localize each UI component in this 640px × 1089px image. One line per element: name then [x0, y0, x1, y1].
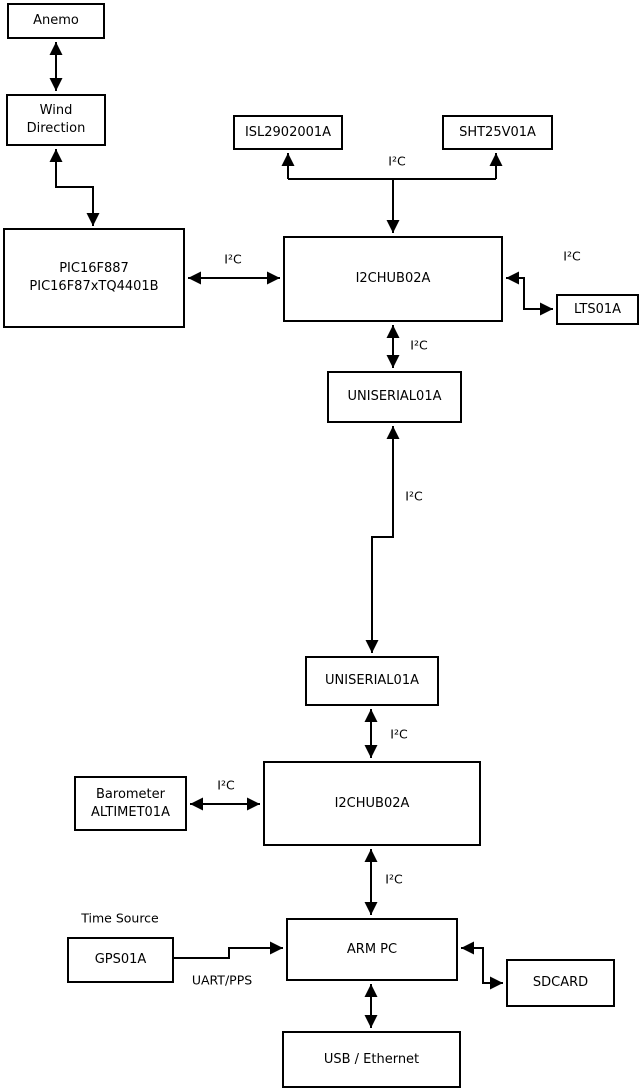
box-pic16f887: PIC16F887 PIC16F87xTQ4401B	[3, 228, 185, 328]
connector-uniserial1-uniserial2	[365, 426, 400, 653]
box-uniserial01a-lower: UNISERIAL01A	[305, 656, 439, 706]
box-pic16f887-label-line1: PIC16F887	[59, 261, 129, 277]
connector-armpc-sdcard	[461, 941, 503, 990]
box-isl2902001a-label: ISL2902001A	[244, 124, 332, 140]
box-anemo: Anemo	[7, 3, 105, 39]
box-arm-pc: ARM PC	[286, 918, 458, 981]
box-lts01a-label: LTS01A	[573, 301, 622, 317]
label-i2c-pic-hub1: I²C	[224, 251, 242, 267]
box-wind-direction-label-line2: Direction	[26, 121, 86, 136]
box-pic16f887-label-line2: PIC16F87xTQ4401B	[29, 279, 159, 294]
box-gps01a-label: GPS01A	[94, 952, 147, 968]
connector-gps-armpc	[174, 941, 283, 959]
label-i2c-hub2-armpc: I²C	[385, 871, 403, 887]
label-i2c-uniserial2-hub2: I²C	[390, 726, 408, 742]
box-uniserial01a-lower-label: UNISERIAL01A	[325, 673, 419, 689]
box-sht25v01a: SHT25V01A	[442, 115, 553, 150]
connector-hub1-lts	[506, 271, 553, 316]
box-wind-direction: Wind Direction	[6, 94, 106, 146]
label-i2c-long-link: I²C	[405, 488, 423, 504]
label-i2c-barometer-hub2: I²C	[217, 777, 235, 793]
box-wind-direction-label-line1: Wind	[39, 103, 73, 119]
box-uniserial01a-upper: UNISERIAL01A	[327, 371, 462, 423]
box-gps01a: GPS01A	[67, 937, 174, 983]
box-i2chub02a-lower: I2CHUB02A	[263, 761, 481, 846]
label-uart-pps: UART/PPS	[191, 972, 253, 988]
box-anemo-label: Anemo	[33, 13, 79, 29]
box-sdcard: SDCARD	[506, 959, 615, 1007]
label-i2c-hub1-uniserial1: I²C	[410, 337, 428, 353]
box-i2chub02a-upper-label: I2CHUB02A	[355, 271, 431, 287]
box-uniserial01a-upper-label: UNISERIAL01A	[347, 389, 442, 405]
box-isl2902001a: ISL2902001A	[233, 115, 343, 150]
box-lts01a: LTS01A	[556, 294, 639, 325]
box-usb-ethernet: USB / Ethernet	[282, 1031, 461, 1088]
box-barometer-altimet01a: Barometer ALTIMET01A	[74, 776, 187, 831]
box-i2chub02a-lower-label: I2CHUB02A	[334, 795, 410, 811]
box-i2chub02a-upper: I2CHUB02A	[283, 236, 503, 322]
box-barometer-label-line2: ALTIMET01A	[91, 804, 170, 820]
label-i2c-hub1-lts: I²C	[563, 248, 581, 264]
connector-winddirection-pic	[49, 149, 100, 226]
box-sdcard-label: SDCARD	[532, 975, 589, 991]
box-sht25v01a-label: SHT25V01A	[459, 124, 536, 140]
box-usb-ethernet-label: USB / Ethernet	[323, 1051, 420, 1067]
label-i2c-top-branch: I²C	[388, 153, 406, 169]
box-barometer-label-line1: Barometer	[96, 786, 165, 802]
label-time-source: Time Source	[81, 910, 159, 926]
box-arm-pc-label: ARM PC	[346, 941, 398, 957]
